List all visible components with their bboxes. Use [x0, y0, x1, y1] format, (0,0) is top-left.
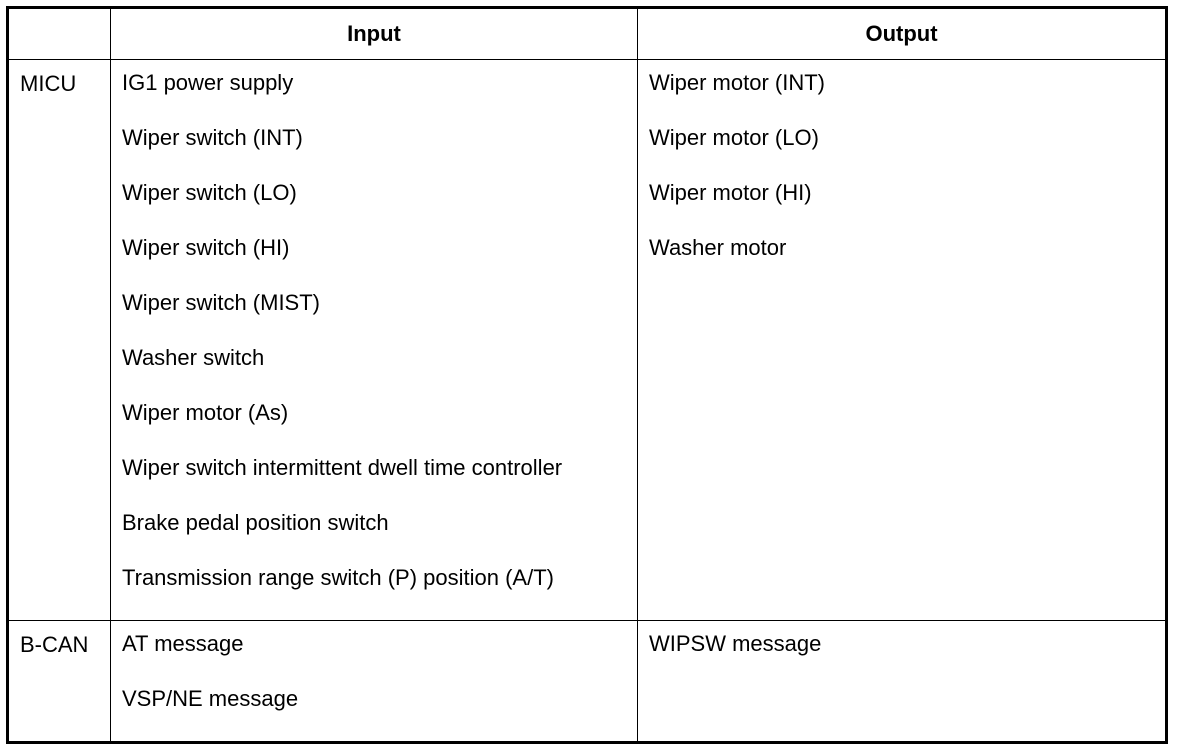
output-item: Washer motor — [649, 235, 787, 260]
input-list-micu: IG1 power supply Wiper switch (INT) Wipe… — [111, 60, 637, 620]
input-item: Wiper switch (MIST) — [122, 290, 320, 315]
output-list-bcan: WIPSW message — [638, 621, 1165, 686]
header-unit — [7, 7, 111, 60]
unit-cell-micu: MICU — [7, 59, 111, 621]
input-item: Washer switch — [122, 345, 265, 370]
output-cell-micu: Wiper motor (INT) Wiper motor (LO) Wiper… — [637, 59, 1167, 621]
input-item: Transmission range switch (P) position (… — [122, 565, 554, 590]
input-list-bcan: AT message VSP/NE message — [111, 621, 637, 741]
input-item: Wiper switch intermittent dwell time con… — [122, 455, 563, 480]
header-input: Input — [110, 7, 638, 60]
input-item: Wiper switch (HI) — [122, 235, 290, 260]
output-list-micu: Wiper motor (INT) Wiper motor (LO) Wiper… — [638, 60, 1165, 290]
header-row: Input Output — [7, 7, 1167, 60]
output-item: Wiper motor (HI) — [649, 180, 812, 205]
output-cell-bcan: WIPSW message — [637, 620, 1167, 743]
input-item: Wiper switch (INT) — [122, 125, 303, 150]
input-output-table: Input Output MICU IG1 power supply Wiper… — [6, 6, 1168, 744]
input-item: Brake pedal position switch — [122, 510, 389, 535]
input-item: Wiper switch (LO) — [122, 180, 297, 205]
table-row-bcan: B-CAN AT message VSP/NE message WIPSW me… — [7, 620, 1167, 743]
output-item: WIPSW message — [649, 631, 822, 656]
input-item: AT message — [122, 631, 244, 656]
header-output: Output — [637, 7, 1167, 60]
input-item: Wiper motor (As) — [122, 400, 289, 425]
input-item: VSP/NE message — [122, 686, 299, 711]
table-row-micu: MICU IG1 power supply Wiper switch (INT)… — [7, 59, 1167, 621]
input-cell-bcan: AT message VSP/NE message — [110, 620, 638, 743]
output-item: Wiper motor (LO) — [649, 125, 819, 150]
unit-cell-bcan: B-CAN — [7, 620, 111, 743]
input-item: IG1 power supply — [122, 70, 294, 95]
input-cell-micu: IG1 power supply Wiper switch (INT) Wipe… — [110, 59, 638, 621]
output-item: Wiper motor (INT) — [649, 70, 825, 95]
